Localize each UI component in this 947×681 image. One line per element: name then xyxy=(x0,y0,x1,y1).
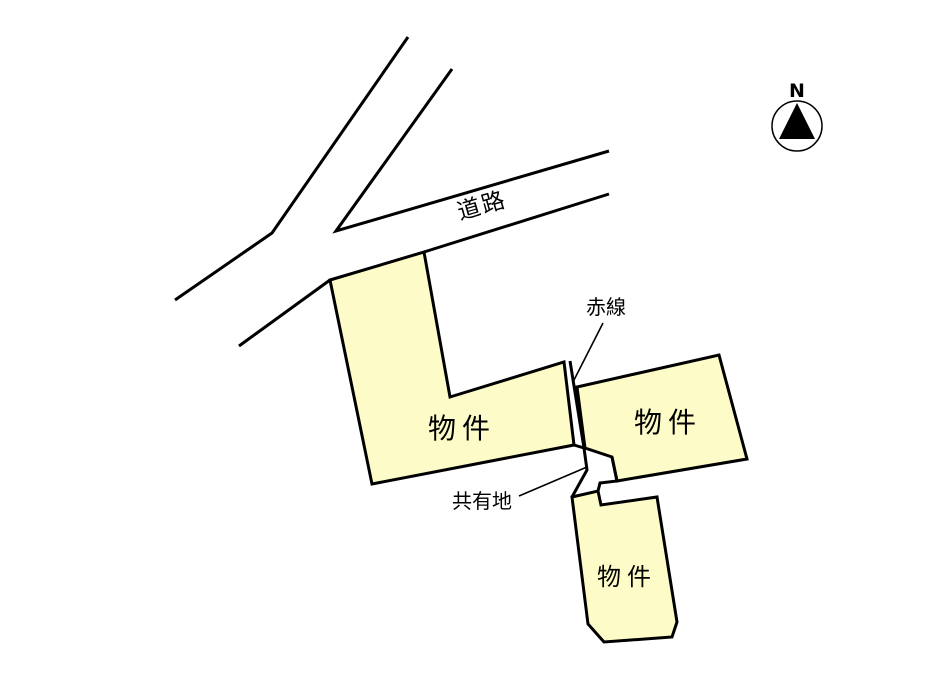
parcel-south xyxy=(570,489,679,644)
shared-land-leader xyxy=(518,466,588,497)
parcel-south-label: 物件 xyxy=(597,563,657,591)
parcel-large-label: 物件 xyxy=(428,412,496,445)
parcel-east-label: 物件 xyxy=(634,406,702,439)
akasen-strip-line xyxy=(568,360,586,449)
north-arrow-icon: N xyxy=(771,80,823,152)
akasen-label: 赤線 xyxy=(586,295,626,319)
road-edge-west xyxy=(174,36,410,302)
road-edge-south xyxy=(238,278,331,348)
road-edge-east xyxy=(423,192,610,254)
parcel-large xyxy=(328,250,576,486)
akasen-leader xyxy=(572,322,604,383)
road: 道路 xyxy=(174,36,610,348)
shared-land-boundary-east xyxy=(596,456,619,492)
compass-arrow xyxy=(779,103,815,139)
north-label: N xyxy=(789,80,805,102)
shared-land-label: 共有地 xyxy=(452,489,512,513)
road-edge-inner xyxy=(332,68,610,234)
shared-land-boundary xyxy=(570,443,589,498)
